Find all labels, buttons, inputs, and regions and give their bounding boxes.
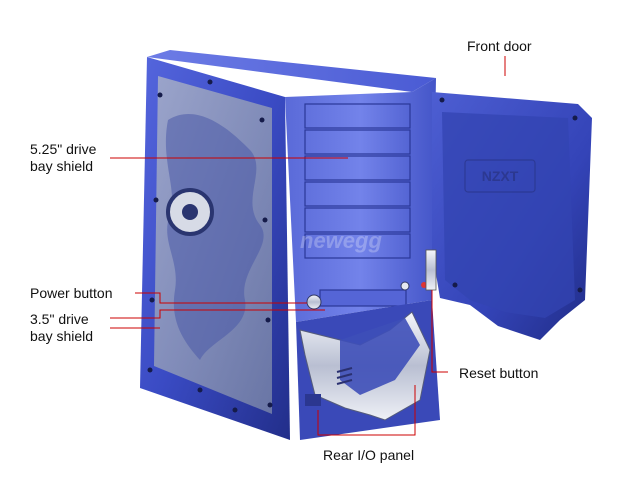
- drive-bay-525-label: 5.25" drive bay shield: [30, 141, 97, 174]
- callout-lines: [110, 56, 506, 436]
- drive-bay-35-label: 3.5" drive bay shield: [30, 311, 94, 344]
- rear-io-label: Rear I/O panel: [323, 447, 415, 463]
- window-graphic: [165, 113, 264, 360]
- door-screws: [439, 97, 583, 293]
- case-top-panel: [147, 50, 436, 92]
- power-button-label: Power button: [30, 285, 113, 301]
- power-button: [306, 294, 322, 310]
- side-screws: [147, 79, 273, 413]
- vent-slots-icon: [336, 367, 353, 385]
- drive-bays-525: [304, 103, 411, 259]
- front-door-label: Front door: [467, 38, 532, 54]
- door-logo: NZXT: [482, 168, 519, 184]
- front-bezel: [285, 78, 436, 322]
- reset-button: [400, 281, 410, 291]
- led-icon: [421, 282, 427, 288]
- door-hinge: [425, 249, 437, 291]
- rear-io-panel: [305, 394, 321, 406]
- reset-button-label: Reset button: [459, 365, 539, 381]
- watermark: newegg: [300, 228, 382, 253]
- drive-bay-35: [319, 289, 407, 307]
